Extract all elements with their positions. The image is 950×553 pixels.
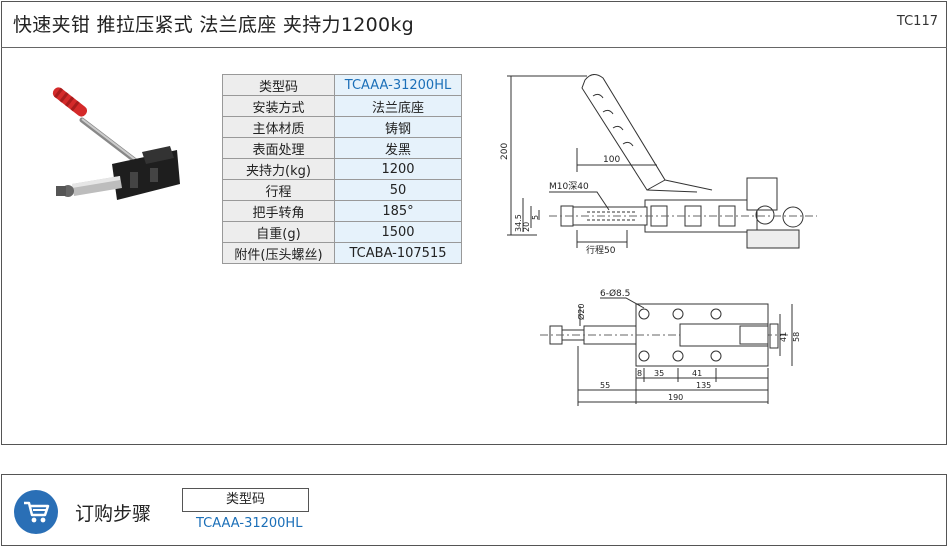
cart-icon [14, 490, 58, 534]
dim-w35: 35 [654, 369, 664, 378]
dim-d3: 5 [531, 215, 540, 220]
dim-holes: 6-Ø8.5 [600, 288, 630, 299]
type-code-value: TCAAA-31200HL [196, 516, 303, 531]
page-title: 快速夹钳 推拉压紧式 法兰底座 夹持力1200kg [13, 14, 415, 36]
table-row: 自重(g)1500 [222, 221, 462, 243]
dim-w8: 8 [637, 369, 642, 378]
dim-rod-dia: Ø20 [576, 304, 586, 320]
dim-h1: 41 [779, 332, 788, 342]
clamp-illustration [52, 87, 180, 200]
dim-arm: 100 [603, 155, 620, 165]
dim-height: 200 [500, 143, 510, 160]
top-view-drawing: Ø20 6-Ø8.5 41 58 8 35 41 55 135 190 [540, 288, 801, 406]
dim-stroke: 行程50 [586, 244, 616, 256]
dim-d1: 34.5 [514, 214, 523, 232]
table-row: 附件(压头螺丝)TCABA-107515 [222, 242, 462, 264]
table-row: 夹持力(kg)1200 [222, 158, 462, 180]
header-divider [1, 47, 947, 48]
order-steps-title: 订购步骤 [75, 503, 152, 525]
dim-w41: 41 [692, 369, 702, 378]
product-image [52, 87, 180, 200]
dim-w55: 55 [600, 381, 610, 390]
dim-w135: 135 [696, 381, 711, 390]
table-row: 主体材质铸钢 [222, 116, 462, 138]
side-view-drawing: 200 100 M10深40 34.5 20 5 行程50 [500, 74, 817, 256]
product-panel [1, 1, 947, 445]
type-code-label: 类型码 [182, 488, 309, 512]
table-row: 安装方式法兰底座 [222, 95, 462, 117]
dim-d2: 20 [522, 222, 531, 232]
table-row: 表面处理发黑 [222, 137, 462, 159]
dim-thread: M10深40 [549, 181, 589, 192]
dim-h2: 58 [792, 332, 801, 342]
order-panel [1, 474, 947, 546]
dim-w190: 190 [668, 393, 683, 402]
product-code: TC117 [896, 14, 938, 29]
